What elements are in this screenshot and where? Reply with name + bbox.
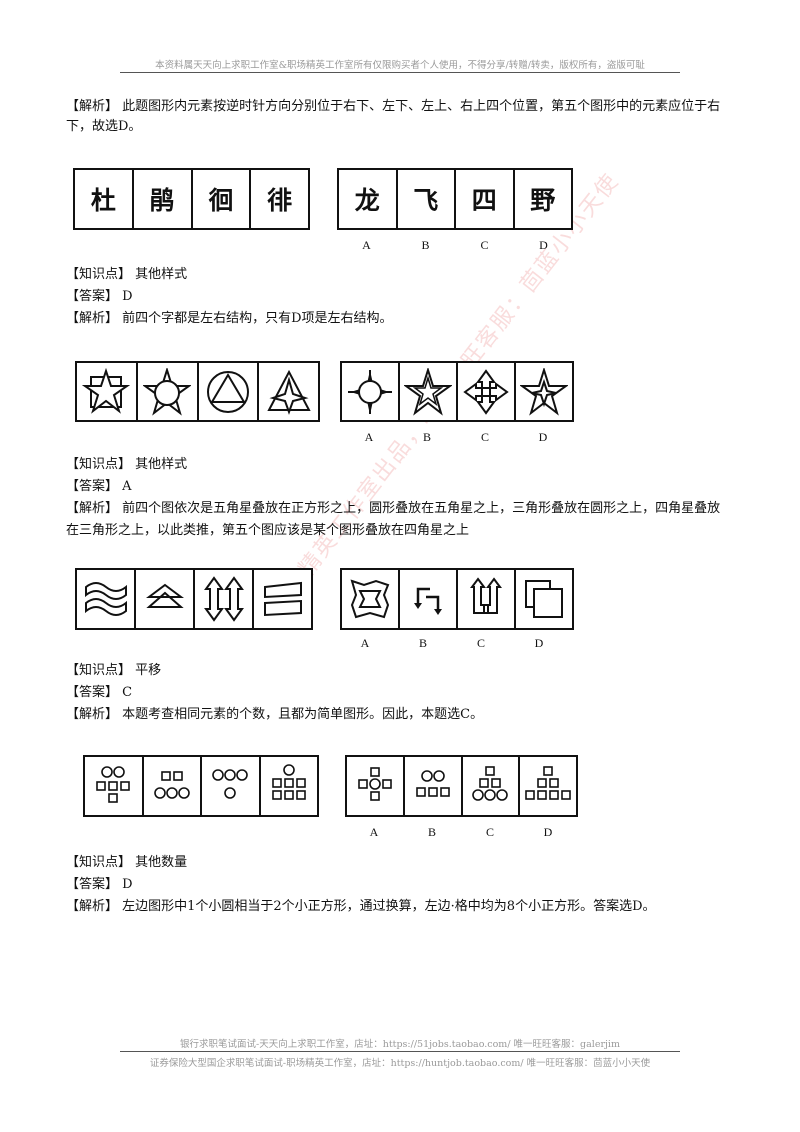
q2-knowledge-point: 【知识点】 其他样式 (66, 457, 188, 472)
q2-option-figure (516, 363, 572, 420)
q4-option-figure (463, 757, 521, 815)
q3-knowledge-point: 【知识点】 平移 (66, 663, 162, 678)
q2-stem-figure (77, 363, 138, 420)
header-divider (120, 72, 680, 73)
q1-option-char: 四 (456, 170, 515, 228)
option-label: C (480, 430, 489, 444)
q3-stem-figure (254, 570, 311, 628)
header-notice: 本资料属天天向上求职工作室&职场精英工作室所有仅限购买者个人使用，不得分享/转赠… (155, 60, 645, 71)
q4-explanation: 【解析】 左边图形中1个小圆相当于2个小正方形，通过换算，左边·格中均为8个小正… (66, 899, 656, 914)
q3-explanation: 【解析】 本题考查相同元素的个数，且都为简单图形。因此，本题选C。 (66, 707, 484, 722)
q1-stem-strip: 杜 鹃 徊 徘 (73, 168, 310, 230)
option-label: C (480, 238, 489, 252)
q2-option-figure (400, 363, 458, 420)
option-label: D (543, 825, 553, 839)
q4-stem-figure (144, 757, 202, 815)
q2-stem-strip (75, 361, 320, 422)
q1-explanation: 【解析】 前四个字都是左右结构，只有D项是左右结构。 (66, 311, 393, 326)
q3-stem-strip (75, 568, 313, 630)
q2-options-strip (340, 361, 574, 422)
q1-option-char: 野 (530, 186, 556, 215)
q4-option-figure (520, 757, 576, 815)
q2-explanation-line2: 在三角形之上，以此类推，第五个图应该是某个图形叠放在四角星之上 (66, 523, 470, 538)
q4-options-strip (345, 755, 578, 817)
q4-stem-figure (85, 757, 144, 815)
q1-option-labels: A B C D (337, 238, 573, 253)
q1-option-char: 飞 (398, 170, 456, 228)
q4-option-figure (347, 757, 405, 815)
option-label: A (360, 636, 370, 650)
q1-knowledge-point: 【知识点】 其他样式 (66, 267, 188, 282)
q4-stem-figure (202, 757, 261, 815)
q2-stem-figure (199, 363, 260, 420)
q2-stem-figure (138, 363, 199, 420)
option-label: B (427, 825, 436, 839)
q2-option-figure (458, 363, 516, 420)
q1-options-strip: 龙 飞 四 野 (337, 168, 573, 230)
q3-stem-figure (195, 570, 254, 628)
q3-options-strip (340, 568, 574, 630)
q4-stem-figure (261, 757, 318, 815)
option-label: D (539, 238, 548, 252)
q3-stem-figure (136, 570, 195, 628)
q1-stem-char: 鹃 (134, 170, 193, 228)
option-label: A (362, 238, 371, 252)
q4-stem-strip (83, 755, 319, 817)
q2-stem-figure (259, 363, 318, 420)
option-label: C (476, 636, 485, 650)
q4-option-figure (405, 757, 463, 815)
q1-option-char: 龙 (339, 170, 398, 228)
option-label: D (534, 636, 544, 650)
q1-stem-char: 徊 (193, 170, 252, 228)
q1-stem-char: 杜 (75, 170, 134, 228)
q3-answer: 【答案】 C (66, 685, 133, 700)
option-label: A (369, 825, 379, 839)
q3-option-figure (342, 570, 400, 628)
q3-stem-figure (77, 570, 136, 628)
q3-option-labels: A B C D (336, 636, 570, 651)
option-label: A (364, 430, 374, 444)
option-label: B (421, 238, 430, 252)
q3-option-figure (400, 570, 458, 628)
intro-explanation: 【解析】 此题图形内元素按逆时针方向分别位于右下、左下、左上、右上四个位置，第五… (66, 99, 721, 134)
q2-explanation-line1: 【解析】 前四个图依次是五角星叠放在正方形之上，圆形叠放在五角星之上，三角形叠放… (66, 501, 721, 516)
option-label: D (538, 430, 548, 444)
option-label: B (422, 430, 431, 444)
q4-answer: 【答案】 D (66, 877, 133, 892)
footer-line-2: 证券保险大型国企求职笔试面试-职场精英工作室，店址：https://huntjo… (149, 1058, 651, 1069)
q4-option-labels: A B C D (345, 825, 578, 840)
q2-option-figure (342, 363, 400, 420)
q2-option-labels: A B C D (340, 430, 574, 445)
q1-stem-char: 徘 (267, 186, 293, 215)
option-label: C (485, 825, 494, 839)
q3-option-figure (516, 570, 572, 628)
option-label: B (418, 636, 427, 650)
q4-knowledge-point: 【知识点】 其他数量 (66, 855, 188, 870)
q2-answer: 【答案】 A (66, 479, 132, 494)
footer-divider (120, 1051, 680, 1052)
footer-line-1: 银行求职笔试面试-天天向上求职工作室，店址：https://51jobs.tao… (180, 1039, 620, 1050)
q3-option-figure (458, 570, 516, 628)
q1-answer: 【答案】 D (66, 289, 133, 304)
